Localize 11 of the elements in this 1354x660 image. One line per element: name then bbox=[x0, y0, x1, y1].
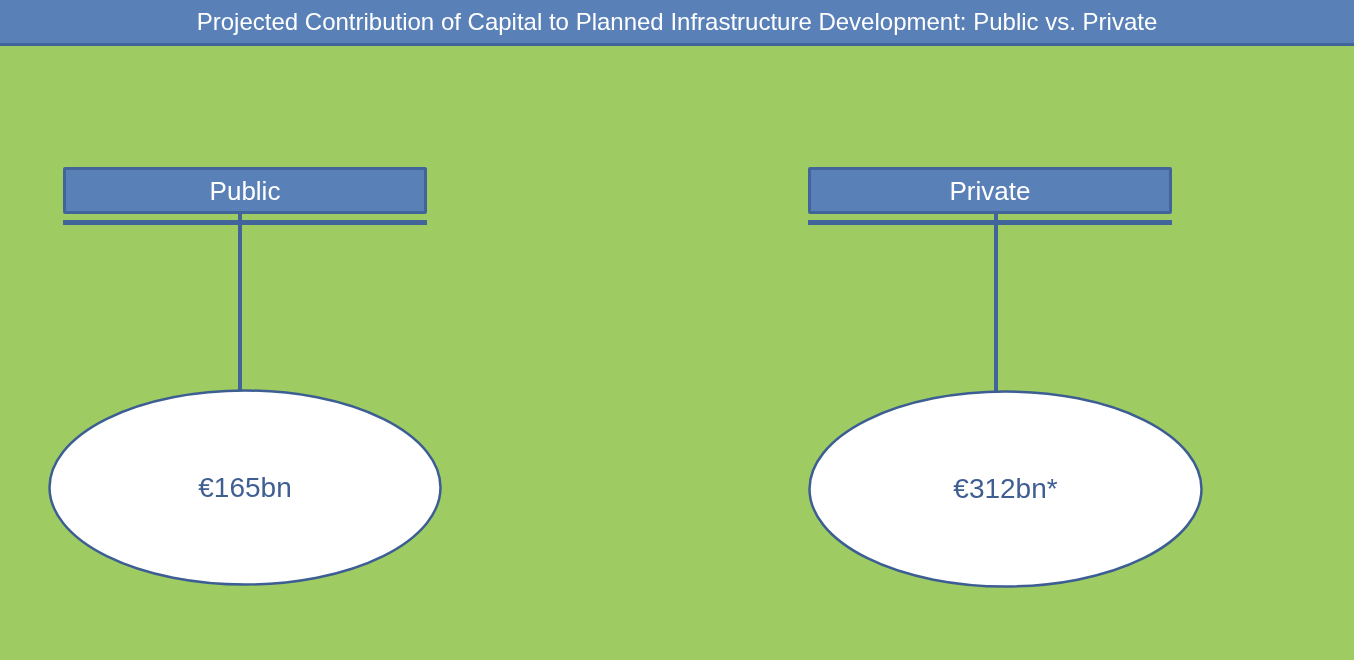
header-box bbox=[808, 167, 1172, 214]
header-label: Private bbox=[949, 177, 1031, 204]
header-box bbox=[63, 167, 427, 214]
value-label: €312bn* bbox=[953, 475, 1058, 503]
diagram-title: Projected Contribution of Capital to Planned Infrastructure Development: Public vs. Private bbox=[196, 9, 1158, 34]
connector-line bbox=[238, 214, 242, 391]
value-label: €165bn bbox=[198, 473, 292, 502]
value-ellipse bbox=[808, 390, 1203, 588]
connector-line bbox=[994, 214, 998, 392]
value-ellipse bbox=[48, 389, 442, 586]
header-label: Public bbox=[209, 177, 281, 204]
